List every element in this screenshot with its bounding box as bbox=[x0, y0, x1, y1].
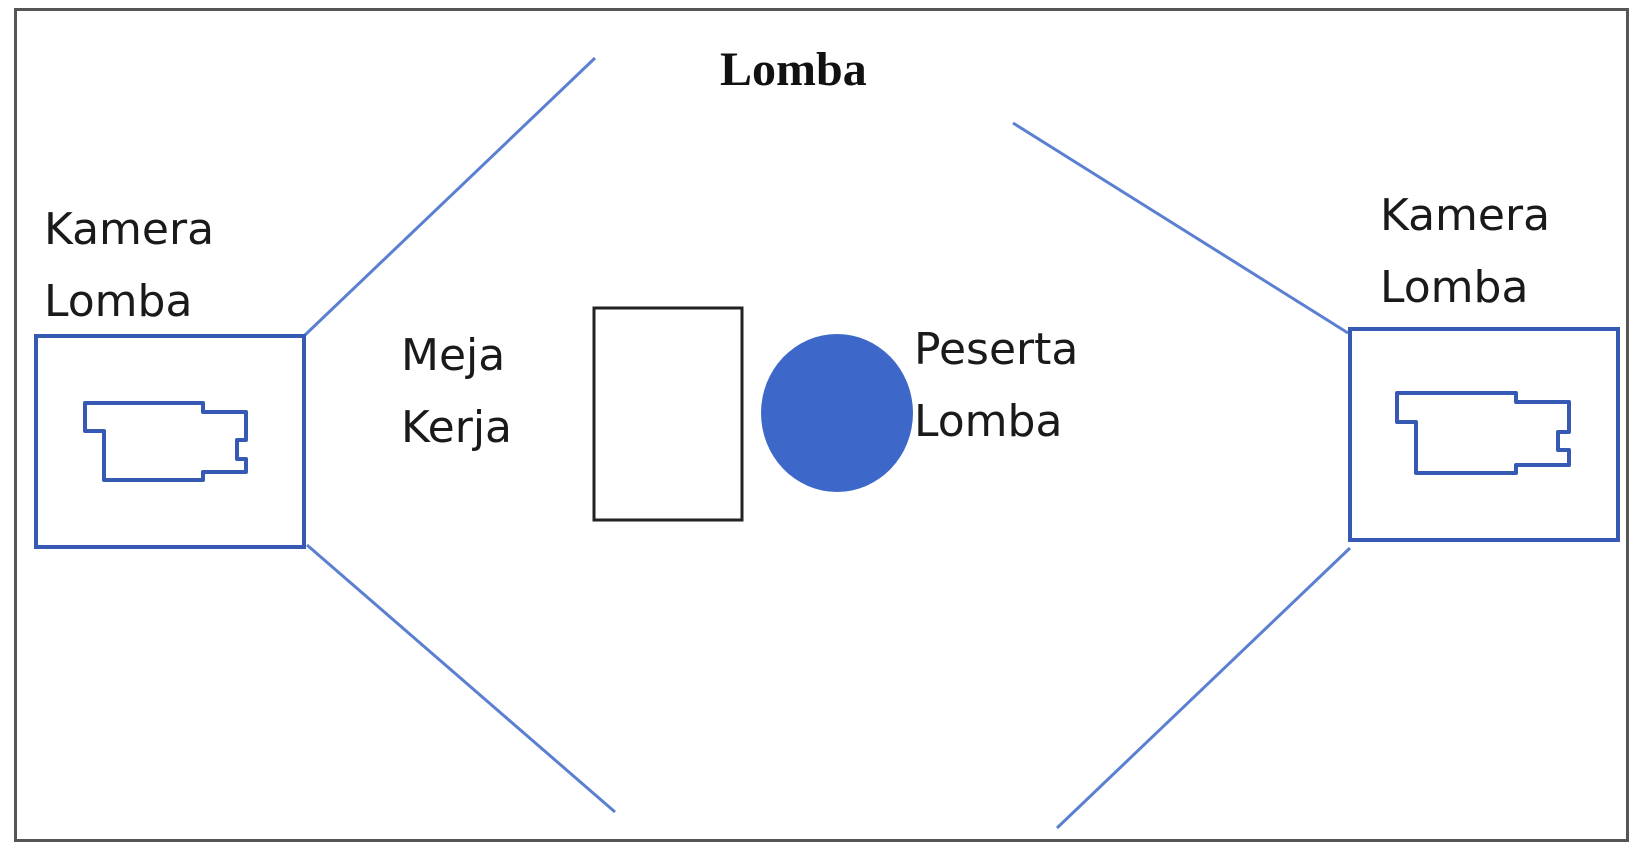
left-camera-view-line-top bbox=[303, 56, 597, 337]
right-camera-box bbox=[1348, 327, 1620, 542]
desk-label-line2: Kerja bbox=[401, 402, 513, 453]
left-camera-label-line1: Kamera bbox=[44, 204, 215, 255]
left-camera-box bbox=[34, 334, 306, 549]
work-desk bbox=[592, 306, 744, 522]
left-camera-video-camera-icon bbox=[83, 401, 248, 482]
right-camera-label-line1: Kamera bbox=[1380, 190, 1551, 241]
diagram-title: Lomba bbox=[720, 43, 867, 96]
right-camera-view-line-bottom bbox=[1055, 546, 1352, 830]
participant-marker bbox=[761, 334, 913, 492]
right-camera-view-line-top bbox=[1012, 121, 1349, 335]
left-camera-label-line2: Lomba bbox=[44, 276, 193, 327]
right-camera-label: Kamera Lomba bbox=[1380, 180, 1550, 324]
diagram-frame bbox=[14, 8, 1629, 842]
desk-label-line1: Meja bbox=[401, 330, 506, 381]
desk-label: Meja Kerja bbox=[401, 320, 512, 464]
participant-label-line1: Peserta bbox=[914, 324, 1079, 375]
left-camera-label: Kamera Lomba bbox=[44, 194, 214, 338]
participant-label: Peserta Lomba bbox=[914, 314, 1078, 458]
right-camera-label-line2: Lomba bbox=[1380, 262, 1529, 313]
right-camera-video-camera-icon bbox=[1395, 391, 1571, 475]
participant-label-line2: Lomba bbox=[914, 396, 1063, 447]
left-camera-view-line-bottom bbox=[306, 543, 616, 814]
